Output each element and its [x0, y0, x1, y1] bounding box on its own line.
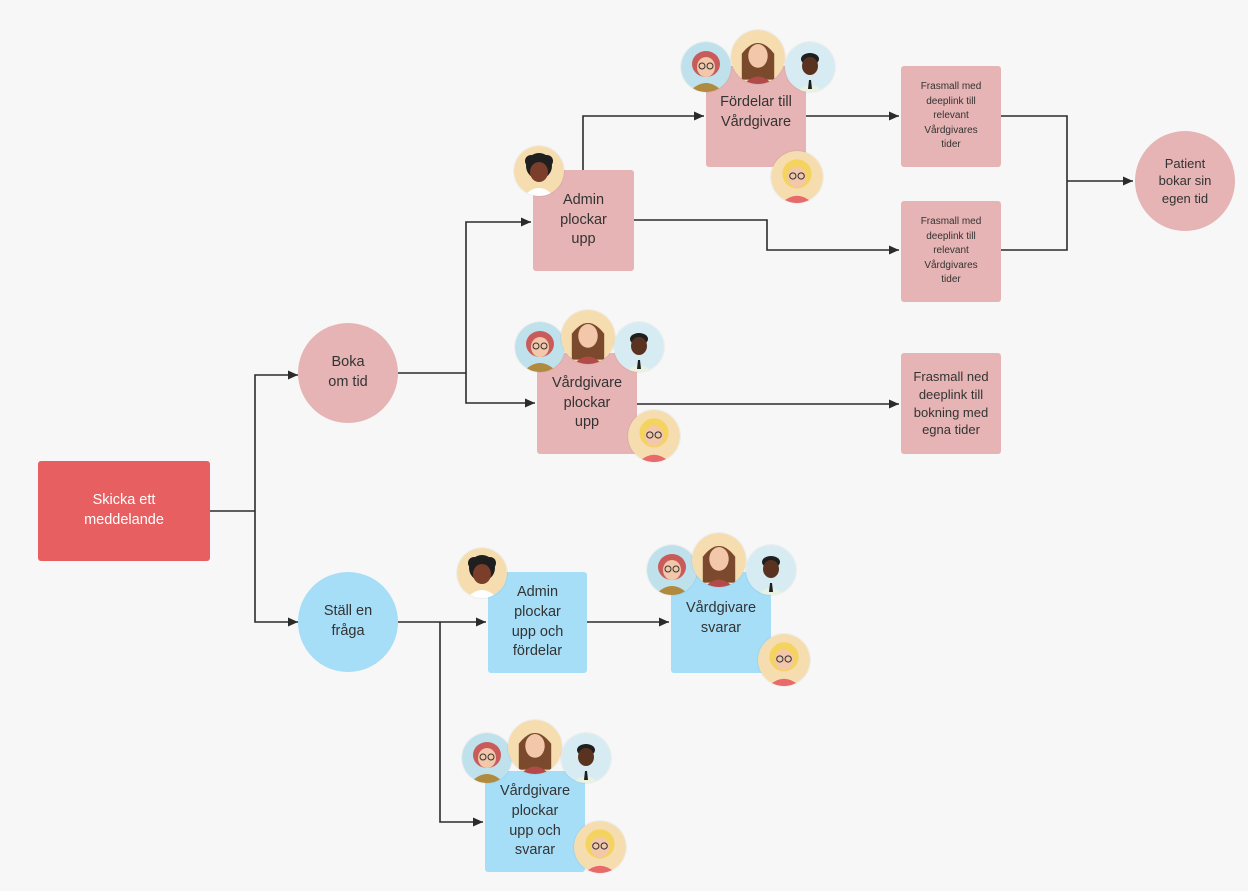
node-caregiver-picks-up-answers[interactable]: Vårdgivare plockar upp och svarar: [485, 771, 585, 872]
node-template-caregiver-1[interactable]: Frasmall med deeplink till relevant Vård…: [901, 66, 1001, 167]
man-with-tie-avatar: [785, 42, 835, 92]
connector-template2-to-merge: [1001, 181, 1068, 251]
woman-with-glasses-avatar: [647, 545, 697, 595]
node-admin-picks-up-assigns[interactable]: Admin plockar upp och fördelar: [488, 572, 587, 673]
node-caregiver-picks-up[interactable]: Vårdgivare plockar upp: [537, 353, 637, 454]
connector-ask-to-caregiver: [439, 622, 483, 827]
connector-split-to-ask: [254, 511, 298, 627]
node-template-own-times[interactable]: Frasmall ned deeplink till bokning med e…: [901, 353, 1001, 454]
node-book-time[interactable]: Boka om tid: [298, 323, 398, 423]
blonde-woman-glasses-avatar: [758, 634, 810, 686]
woman-long-brown-hair-avatar: [731, 30, 785, 84]
node-admin-picks-up[interactable]: Admin plockar upp: [533, 170, 634, 271]
man-with-tie-avatar: [561, 733, 611, 783]
connector-template1-to-merge: [1001, 115, 1068, 181]
blonde-woman-glasses-avatar: [771, 151, 823, 203]
woman-long-brown-hair-avatar: [508, 720, 562, 774]
man-with-tie-avatar: [614, 322, 664, 372]
connector-book-to-admin: [465, 217, 531, 373]
node-ask-question[interactable]: Ställ en fråga: [298, 572, 398, 672]
connector-split-to-book: [254, 370, 298, 511]
woman-long-brown-hair-avatar: [561, 310, 615, 364]
woman-long-brown-hair-avatar: [692, 533, 746, 587]
connector-admin-to-template2: [634, 219, 899, 255]
blonde-woman-glasses-avatar: [628, 410, 680, 462]
curly-hair-admin-avatar: [514, 146, 564, 196]
node-template-caregiver-2[interactable]: Frasmall med deeplink till relevant Vård…: [901, 201, 1001, 302]
woman-with-glasses-avatar: [681, 42, 731, 92]
connector-book-to-caregiver: [465, 373, 535, 408]
woman-with-glasses-avatar: [462, 733, 512, 783]
curly-hair-admin-avatar: [457, 548, 507, 598]
connector-admin-to-assign: [582, 111, 704, 170]
woman-with-glasses-avatar: [515, 322, 565, 372]
node-patient-books[interactable]: Patient bokar sin egen tid: [1135, 131, 1235, 231]
node-send-message[interactable]: Skicka ett meddelande: [38, 461, 210, 561]
blonde-woman-glasses-avatar: [574, 821, 626, 873]
man-with-tie-avatar: [746, 545, 796, 595]
